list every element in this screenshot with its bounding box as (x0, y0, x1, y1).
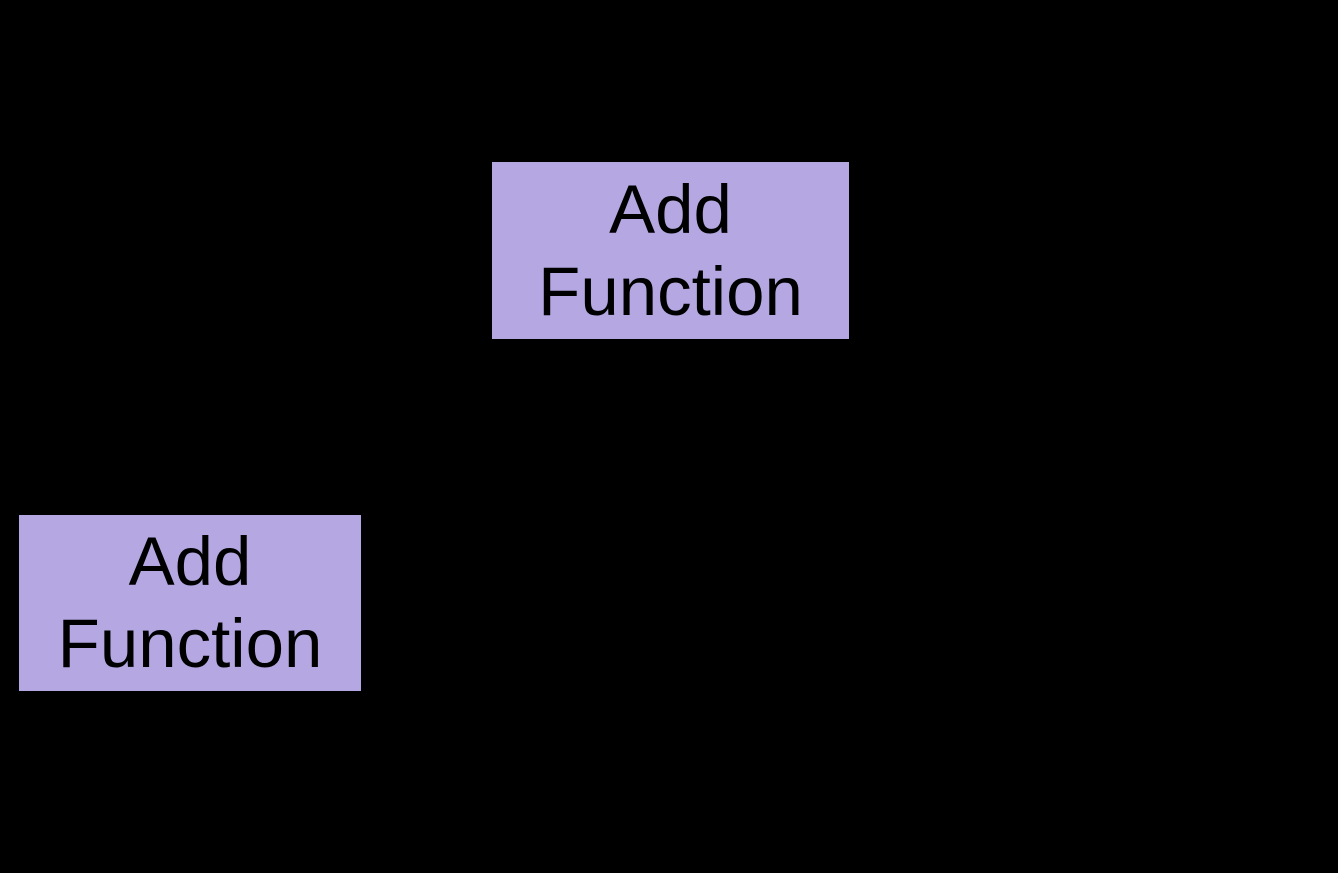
node-label: Add Function (538, 170, 803, 330)
node-label: Add Function (57, 523, 323, 682)
flowchart-node-add-function-lower: Add Function (19, 515, 361, 691)
flowchart-node-add-function-upper: Add Function (492, 162, 849, 339)
